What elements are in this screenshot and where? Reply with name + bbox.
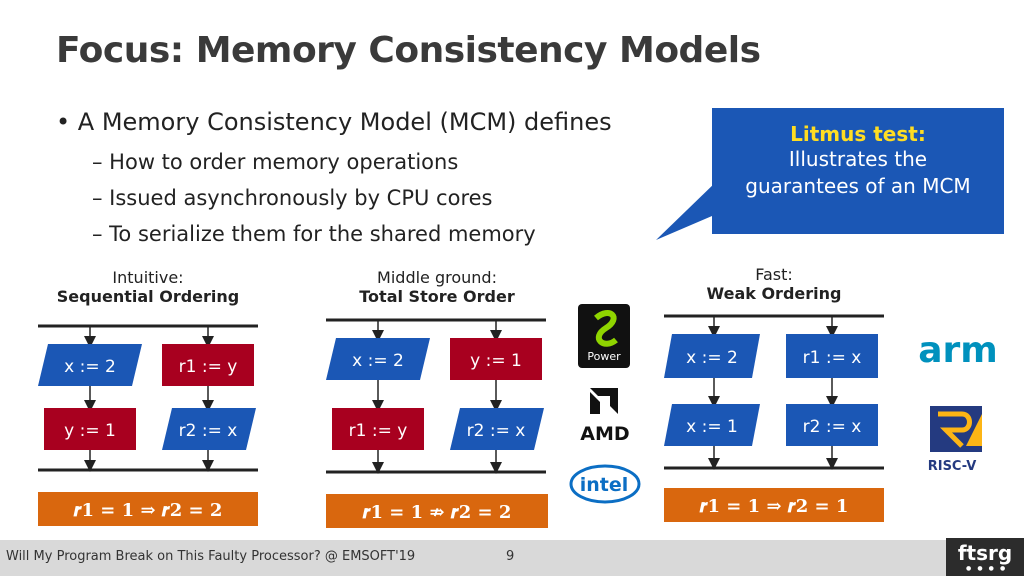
op-tso-t2-1-label: y := 1 xyxy=(470,351,522,371)
caption-sequential-name: Sequential Ordering xyxy=(56,287,240,306)
result-weak-label: 𝒓𝟏 = 𝟏 ⇒ 𝒓𝟐 = 𝟏 xyxy=(699,496,849,517)
op-tso-t2-2-label: r2 := x xyxy=(467,421,526,441)
result-tso-label: 𝒓𝟏 = 𝟏 ⇏ 𝒓𝟐 = 𝟐 xyxy=(362,502,512,523)
op-seq-t2-2 xyxy=(162,408,256,450)
op-weak-t2-2 xyxy=(786,404,878,446)
op-weak-t1-2-label: x := 1 xyxy=(686,417,738,437)
caption-weak-name: Weak Ordering xyxy=(706,284,842,303)
intel-logo: intel xyxy=(569,464,641,504)
footer-bar: Will My Program Break on This Faulty Pro… xyxy=(0,540,1024,576)
riscv-logo: RISC-V xyxy=(928,406,982,474)
caption-weak: Fast: Weak Ordering xyxy=(664,265,884,303)
riscv-logo-label: RISC-V xyxy=(928,459,977,474)
op-weak-t2-2-label: r2 := x xyxy=(803,417,862,437)
op-seq-t2-2-label: r2 := x xyxy=(179,421,238,441)
footer-text: Will My Program Break on This Faulty Pro… xyxy=(6,549,416,564)
sub-bullet-1: – How to order memory operations xyxy=(92,150,459,174)
ftsrg-logo: ftsrg ● ● ● ● xyxy=(946,538,1024,576)
op-tso-t1-1 xyxy=(326,338,430,380)
op-seq-t1-2 xyxy=(44,408,136,450)
result-sequential-label: 𝒓𝟏 = 𝟏 ⇒ 𝒓𝟐 = 𝟐 xyxy=(73,500,223,521)
sub-bullet-2: – Issued asynchronously by CPU cores xyxy=(92,186,493,210)
caption-tso-kind: Middle ground: xyxy=(377,268,497,287)
amd-logo: AMD xyxy=(580,388,630,445)
power-logo-label: Power xyxy=(587,350,621,363)
power-logo: Power xyxy=(578,304,630,368)
arm-logo-label: arm xyxy=(918,330,998,371)
result-tso xyxy=(326,494,548,528)
op-tso-t1-1-label: x := 2 xyxy=(352,351,404,371)
amd-logo-label: AMD xyxy=(580,423,629,445)
callout-heading: Litmus test: xyxy=(790,122,926,146)
caption-weak-kind: Fast: xyxy=(755,265,793,284)
intel-logo-label: intel xyxy=(580,474,629,496)
arm-logo: arm xyxy=(918,330,998,371)
op-tso-t2-1 xyxy=(450,338,542,380)
page-number: 9 xyxy=(506,549,515,564)
result-weak xyxy=(664,488,884,522)
result-sequential xyxy=(38,492,258,526)
caption-tso: Middle ground: Total Store Order xyxy=(326,268,548,306)
litmus-diagrams: x := 2 r1 := y y := 1 r2 := x 𝒓𝟏 = 𝟏 ⇒ 𝒓… xyxy=(38,304,998,528)
diagram-weak: x := 2 r1 := x x := 1 r2 := x 𝒓𝟏 = 𝟏 ⇒ 𝒓… xyxy=(664,314,884,522)
callout-line-1: Illustrates the xyxy=(788,147,928,171)
callout-tail xyxy=(656,180,726,240)
caption-sequential: Intuitive: Sequential Ordering xyxy=(38,268,258,306)
slide-title: Focus: Memory Consistency Models xyxy=(56,30,761,71)
diagram-tso: x := 2 y := 1 r1 := y r2 := x 𝒓𝟏 = 𝟏 ⇏ 𝒓… xyxy=(326,318,548,528)
op-seq-t2-1-label: r1 := y xyxy=(179,357,238,377)
op-seq-t1-2-label: y := 1 xyxy=(64,421,116,441)
callout-line-2: guarantees of an MCM xyxy=(745,174,971,198)
ftsrg-logo-label: ftsrg xyxy=(957,541,1013,565)
ftsrg-dots-icon: ● ● ● ● xyxy=(966,565,1008,572)
op-tso-t2-2 xyxy=(450,408,544,450)
op-seq-t1-1-label: x := 2 xyxy=(64,357,116,377)
litmus-callout: Litmus test: Illustrates the guarantees … xyxy=(712,108,1004,234)
caption-sequential-kind: Intuitive: xyxy=(112,268,184,287)
op-seq-t2-1 xyxy=(162,344,254,386)
op-weak-t1-2 xyxy=(664,404,760,446)
op-seq-t1-1 xyxy=(38,344,142,386)
diagram-sequential: x := 2 r1 := y y := 1 r2 := x 𝒓𝟏 = 𝟏 ⇒ 𝒓… xyxy=(38,324,258,526)
op-weak-t1-1-label: x := 2 xyxy=(686,348,738,368)
op-tso-t1-2-label: r1 := y xyxy=(349,421,408,441)
bullet-main: • A Memory Consistency Model (MCM) defin… xyxy=(56,108,612,136)
op-tso-t1-2 xyxy=(332,408,424,450)
op-weak-t2-1-label: r1 := x xyxy=(803,348,862,368)
op-weak-t2-1 xyxy=(786,334,878,378)
sub-bullet-3: – To serialize them for the shared memor… xyxy=(92,222,536,246)
op-weak-t1-1 xyxy=(664,334,760,378)
caption-tso-name: Total Store Order xyxy=(359,287,515,306)
